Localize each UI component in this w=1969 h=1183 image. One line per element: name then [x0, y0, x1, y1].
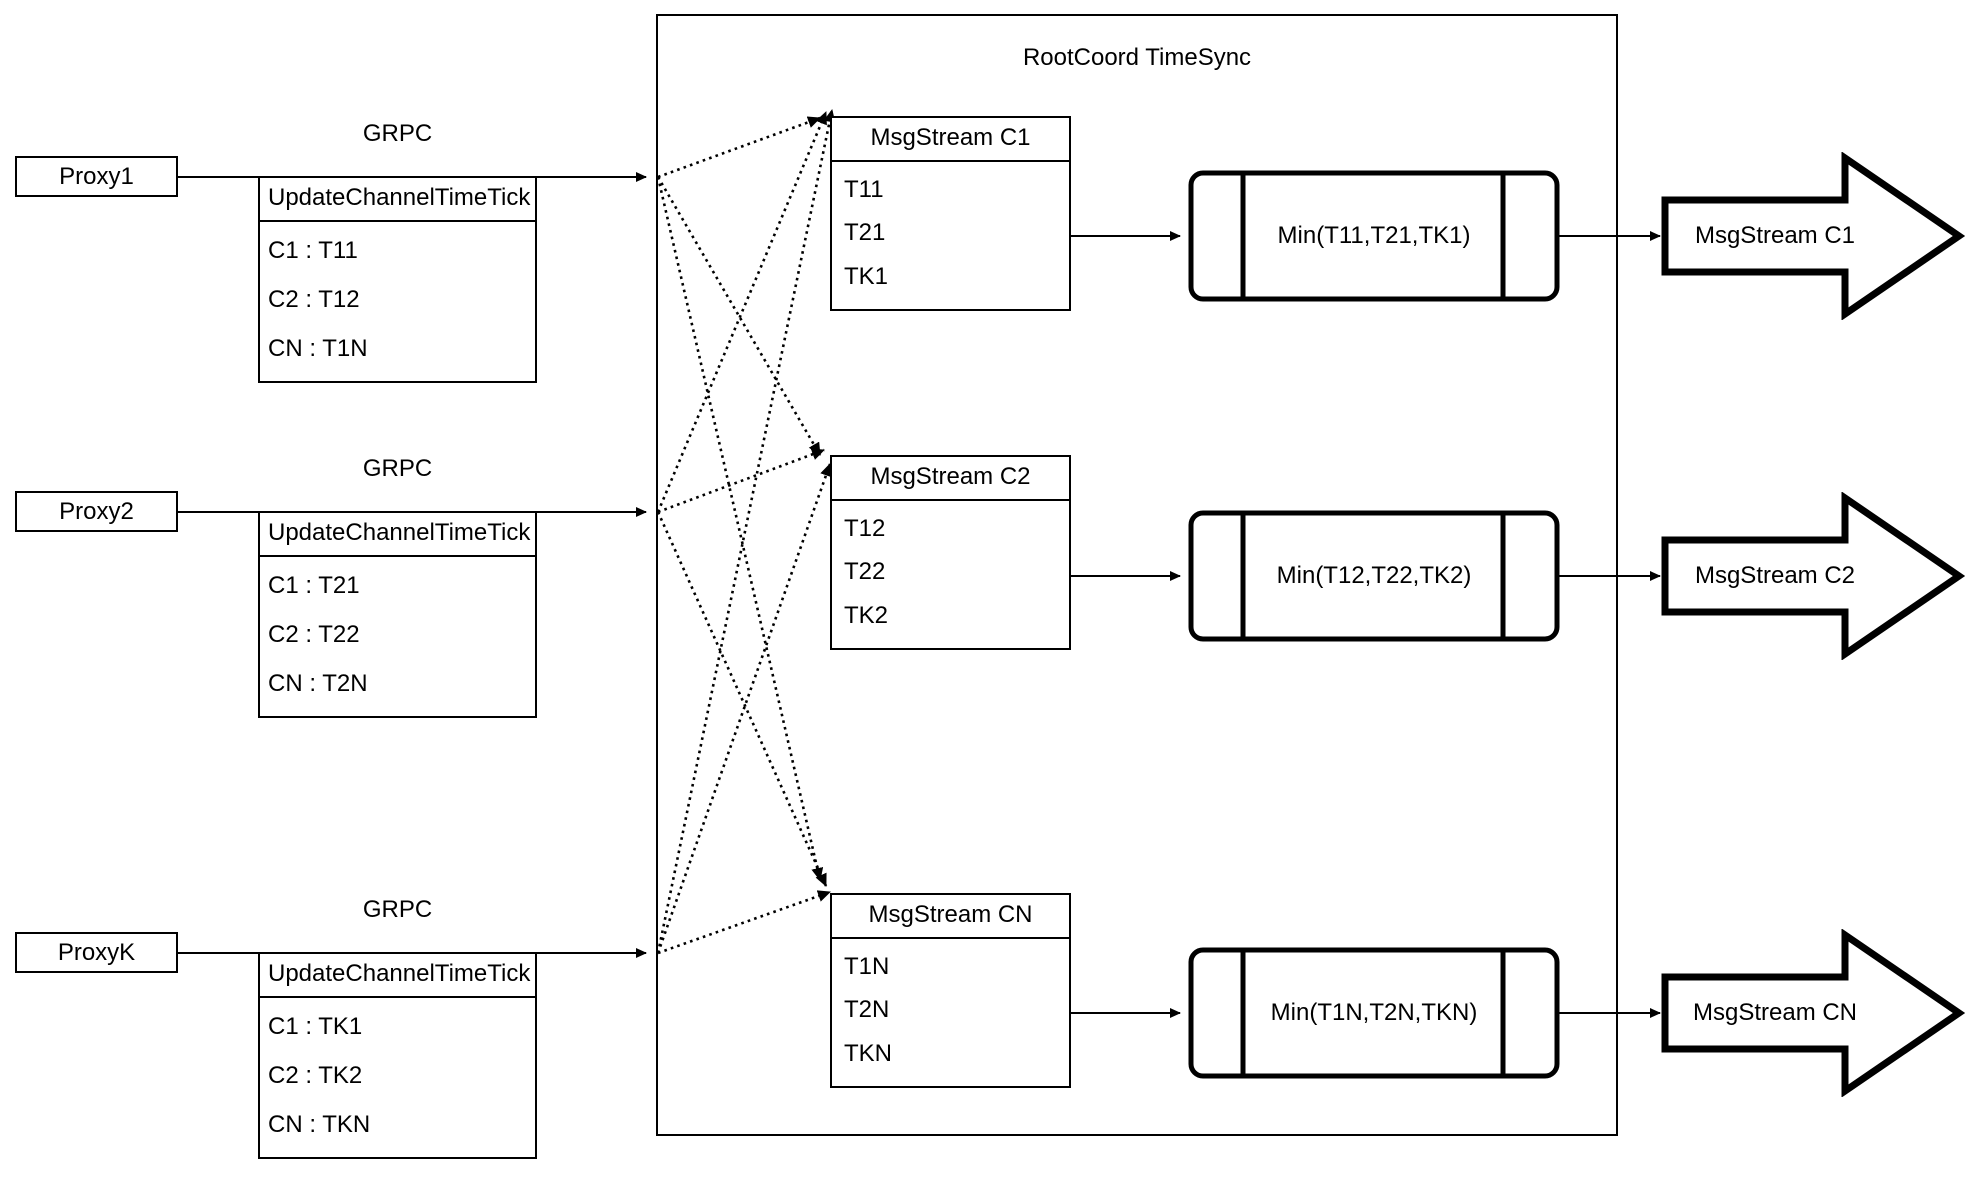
- msgstream-table-3: MsgStream CN T1N T2N TKN: [830, 893, 1071, 1088]
- msgstream-table-1: MsgStream C1 T11 T21 TK1: [830, 116, 1071, 311]
- output-block-arrow-3: MsgStream CN: [1660, 928, 1966, 1098]
- msgstream-tick-list: T12 T22 TK2: [832, 501, 1069, 648]
- tick-list: C1 : T21 C2 : T22 CN : T2N: [260, 557, 535, 716]
- msgstream-tick-row: TK1: [844, 263, 889, 291]
- tick-row: CN : T1N: [268, 334, 368, 362]
- msgstream-tick-row: T2N: [844, 996, 890, 1024]
- tick-row: C2 : T22: [268, 620, 360, 648]
- proxy-label: ProxyK: [57, 938, 136, 966]
- min-process-shape: [1188, 510, 1560, 642]
- output-label: MsgStream C2: [1694, 562, 1856, 589]
- proxy-box-2[interactable]: Proxy2: [15, 491, 178, 532]
- output-label: MsgStream C1: [1694, 222, 1856, 249]
- tick-list: C1 : TK1 C2 : TK2 CN : TKN: [260, 998, 535, 1157]
- msgstream-tick-row: T11: [844, 175, 884, 203]
- msgstream-tick-row: T22: [844, 558, 886, 586]
- rootcoord-timesync-container: [656, 14, 1618, 1136]
- tick-list: C1 : T11 C2 : T12 CN : T1N: [260, 222, 535, 381]
- tick-row: C1 : TK1: [268, 1012, 363, 1040]
- msgstream-tick-row: TKN: [844, 1040, 892, 1068]
- grpc-label-2: GRPC: [362, 455, 433, 482]
- output-label: MsgStream CN: [1692, 999, 1858, 1026]
- update-channel-timetick-title: UpdateChannelTimeTick: [260, 954, 535, 998]
- msgstream-table-2: MsgStream C2 T12 T22 TK2: [830, 455, 1071, 650]
- min-process-block-3: Min(T1N,T2N,TKN): [1188, 947, 1560, 1079]
- block-arrow-shape: [1661, 928, 1966, 1098]
- msgstream-table-title: MsgStream C1: [832, 118, 1069, 162]
- output-block-arrow-1: MsgStream C1: [1660, 151, 1966, 321]
- tick-row: C2 : T12: [268, 285, 360, 313]
- min-process-shape: [1188, 947, 1560, 1079]
- tick-row: CN : TKN: [268, 1110, 371, 1138]
- min-process-block-2: Min(T12,T22,TK2): [1188, 510, 1560, 642]
- msgstream-tick-row: TK2: [844, 602, 889, 630]
- update-channel-timetick-box-2: UpdateChannelTimeTick C1 : T21 C2 : T22 …: [258, 511, 537, 718]
- update-channel-timetick-title: UpdateChannelTimeTick: [260, 513, 535, 557]
- block-arrow-shape: [1661, 491, 1966, 661]
- block-arrow-shape: [1661, 151, 1966, 321]
- msgstream-tick-list: T1N T2N TKN: [832, 939, 1069, 1086]
- update-channel-timetick-title: UpdateChannelTimeTick: [260, 178, 535, 222]
- min-label: Min(T1N,T2N,TKN): [1270, 999, 1478, 1026]
- min-process-shape: [1188, 170, 1560, 302]
- msgstream-table-title: MsgStream C2: [832, 457, 1069, 501]
- tick-row: C1 : T21: [268, 571, 360, 599]
- tick-row: C1 : T11: [268, 236, 358, 264]
- min-process-block-1: Min(T11,T21,TK1): [1188, 170, 1560, 302]
- proxy-box-3[interactable]: ProxyK: [15, 932, 178, 973]
- min-label: Min(T12,T22,TK2): [1276, 562, 1472, 589]
- msgstream-tick-row: T1N: [844, 952, 890, 980]
- output-block-arrow-2: MsgStream C2: [1660, 491, 1966, 661]
- tick-row: CN : T2N: [268, 669, 368, 697]
- proxy-label: Proxy1: [59, 162, 134, 190]
- proxy-box-1[interactable]: Proxy1: [15, 156, 178, 197]
- tick-row: C2 : TK2: [268, 1061, 363, 1089]
- grpc-label-3: GRPC: [362, 896, 433, 923]
- rootcoord-timesync-title: RootCoord TimeSync: [1022, 44, 1252, 71]
- update-channel-timetick-box-1: UpdateChannelTimeTick C1 : T11 C2 : T12 …: [258, 176, 537, 383]
- msgstream-tick-list: T11 T21 TK1: [832, 162, 1069, 309]
- min-label: Min(T11,T21,TK1): [1277, 222, 1471, 249]
- msgstream-tick-row: T12: [844, 514, 886, 542]
- grpc-label-1: GRPC: [362, 120, 433, 147]
- proxy-label: Proxy2: [59, 497, 134, 525]
- update-channel-timetick-box-3: UpdateChannelTimeTick C1 : TK1 C2 : TK2 …: [258, 952, 537, 1159]
- msgstream-tick-row: T21: [844, 219, 886, 247]
- msgstream-table-title: MsgStream CN: [832, 895, 1069, 939]
